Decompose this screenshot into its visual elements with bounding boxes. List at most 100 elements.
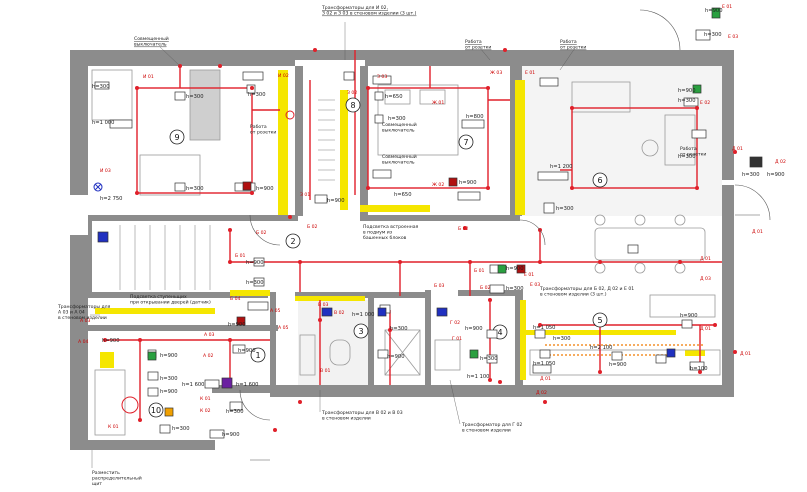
socket-block (537, 171, 569, 181)
svg-text:h=2 100: h=2 100 (590, 345, 613, 351)
socket-block (374, 91, 384, 101)
socket-block (655, 354, 667, 364)
socket-block (543, 202, 555, 214)
socket-block (232, 344, 246, 354)
svg-text:А 03: А 03 (80, 318, 91, 324)
svg-text:h=300: h=300 (390, 326, 408, 332)
socket-block (489, 284, 505, 294)
green-socket (497, 264, 507, 274)
svg-text:h=800: h=800 (466, 114, 484, 120)
socket-block (204, 379, 220, 389)
green-socket (469, 349, 479, 359)
socket-block (539, 349, 551, 359)
svg-text:Д 02: Д 02 (536, 390, 547, 396)
svg-text:Б 04: Б 04 (230, 296, 241, 302)
svg-text:h=1 000: h=1 000 (352, 312, 375, 318)
svg-text:Б 02: Б 02 (458, 226, 469, 232)
svg-text:h=300: h=300 (248, 92, 266, 98)
wiring (105, 50, 722, 420)
svg-text:h=900: h=900 (459, 180, 477, 186)
green-socket (711, 7, 721, 19)
svg-text:h=300: h=300 (678, 154, 696, 160)
room-marker-5: 5 (592, 312, 608, 328)
socket-block (314, 194, 328, 204)
height-labels: h=300 h=1 000 h=300 h=300 h=300 h=900 h=… (92, 8, 785, 438)
bath-floor (298, 300, 368, 385)
svg-text:В 02: В 02 (334, 310, 345, 316)
socket-block (691, 129, 707, 139)
svg-text:h=300: h=300 (553, 336, 571, 342)
svg-text:h=900: h=900 (705, 8, 723, 14)
svg-text:h=300: h=300 (506, 286, 524, 292)
svg-text:h=900: h=900 (228, 322, 246, 328)
svg-text:Д 02: Д 02 (775, 159, 786, 165)
svg-text:А 02: А 02 (203, 353, 214, 359)
svg-text:h=900: h=900 (327, 198, 345, 204)
blue-socket (436, 307, 448, 317)
red-socket (448, 177, 458, 187)
socket-block (377, 349, 389, 359)
svg-text:h=300: h=300 (186, 94, 204, 100)
svg-text:h=650: h=650 (394, 192, 412, 198)
svg-text:З 03: З 03 (377, 74, 387, 80)
svg-text:А 05: А 05 (278, 325, 289, 331)
svg-text:h=300: h=300 (704, 32, 722, 38)
svg-text:h=900: h=900 (680, 313, 698, 319)
room-marker-9: 9 (169, 129, 185, 145)
svg-text:h=2 750: h=2 750 (100, 196, 123, 202)
svg-text:Б 03: Б 03 (434, 283, 445, 289)
purple-socket (221, 377, 233, 389)
socket-block (539, 77, 559, 87)
svg-text:h=1 600: h=1 600 (182, 382, 205, 388)
svg-text:Б 02: Б 02 (256, 230, 267, 236)
room-marker-6: 6 (592, 172, 608, 188)
svg-text:h=1 000: h=1 000 (92, 120, 115, 126)
svg-text:h=900: h=900 (160, 353, 178, 359)
svg-text:h=300: h=300 (678, 98, 696, 104)
dark-socket (749, 156, 763, 168)
socket-block (147, 371, 159, 381)
svg-text:h=900: h=900 (609, 362, 627, 368)
svg-text:h=300: h=300 (742, 172, 760, 178)
svg-text:В 01: В 01 (320, 368, 331, 374)
socket-block (534, 329, 546, 339)
socket-block (486, 329, 498, 339)
socket-block (253, 257, 265, 267)
svg-text:Б 02: Б 02 (307, 224, 318, 230)
svg-text:h=1 050: h=1 050 (533, 325, 556, 331)
svg-text:Д 01: Д 01 (752, 229, 763, 235)
svg-text:А 05: А 05 (270, 308, 281, 314)
svg-text:Е 03: Е 03 (530, 282, 540, 288)
svg-text:h=300: h=300 (388, 116, 406, 122)
svg-text:Е 02: Е 02 (700, 100, 710, 106)
orange-socket (164, 407, 174, 417)
svg-text:Е 01: Е 01 (525, 70, 535, 76)
svg-text:h=900: h=900 (506, 266, 524, 272)
room-marker-2: 2 (285, 233, 301, 249)
svg-text:h=100: h=100 (690, 366, 708, 372)
svg-text:Д 03: Д 03 (700, 276, 711, 282)
socket-block (159, 424, 171, 434)
svg-text:Е 01: Е 01 (722, 4, 732, 10)
svg-text:И 02: И 02 (278, 73, 289, 79)
light-points (103, 48, 737, 432)
svg-text:h=1 200: h=1 200 (550, 164, 573, 170)
svg-text:h=300: h=300 (160, 376, 178, 382)
svg-text:10: 10 (151, 406, 161, 415)
svg-text:h=1 600: h=1 600 (236, 382, 259, 388)
socket-block (461, 119, 485, 129)
socket-block (343, 71, 355, 81)
red-socket (242, 181, 252, 191)
ceiling-light-icon (121, 396, 139, 414)
room-marker-7: 7 (458, 134, 474, 150)
